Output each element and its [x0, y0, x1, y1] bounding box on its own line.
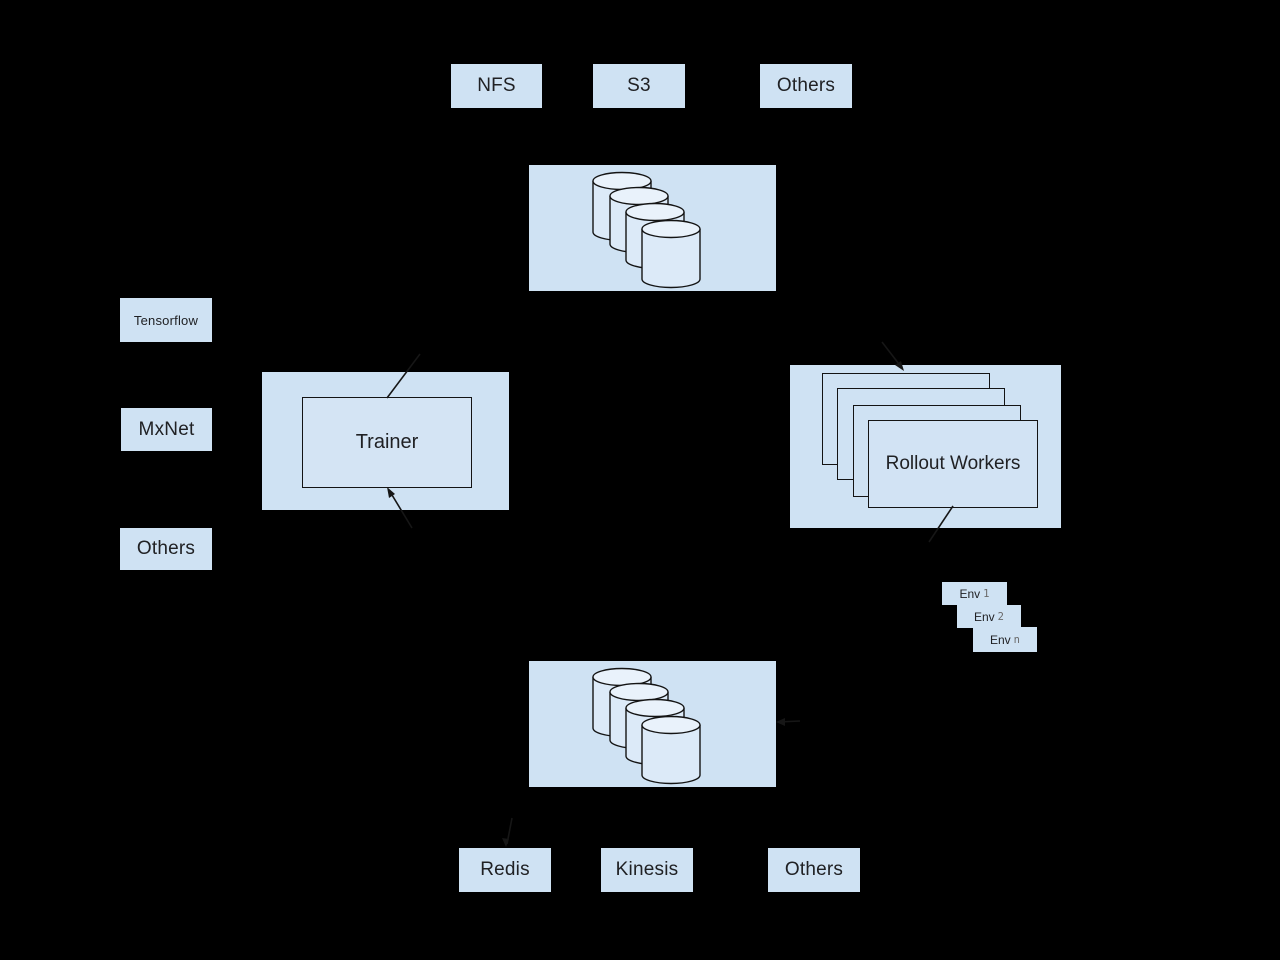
trainer-box: Trainer [302, 397, 472, 488]
database-cluster-top [529, 165, 776, 291]
env-box-n: Env n [973, 627, 1037, 652]
env-label: Env [959, 586, 981, 601]
framework-option-tensorflow: Tensorflow [120, 298, 212, 342]
database-cylinders-icon [592, 171, 701, 289]
storage-option-redis: Redis [459, 848, 551, 892]
env-box-2: Env 2 [957, 605, 1021, 628]
storage-option-nfs: NFS [451, 64, 542, 108]
env-subscript: n [1013, 633, 1020, 646]
env-box-1: Env 1 [942, 582, 1007, 605]
framework-option-mxnet: MxNet [121, 408, 212, 451]
database-cylinders-icon [592, 667, 701, 785]
framework-option-others-left: Others [120, 528, 212, 570]
env-subscript: 2 [997, 610, 1004, 623]
storage-option-others-top: Others [760, 64, 852, 108]
storage-option-kinesis: Kinesis [601, 848, 693, 892]
storage-option-others-bottom: Others [768, 848, 860, 892]
database-cluster-bottom [529, 661, 776, 787]
env-label: Env [989, 632, 1011, 647]
rollout-workers-box: Rollout Workers [868, 420, 1038, 508]
env-label: Env [973, 609, 995, 624]
env-subscript: 1 [983, 587, 990, 600]
storage-option-s3: S3 [593, 64, 685, 108]
